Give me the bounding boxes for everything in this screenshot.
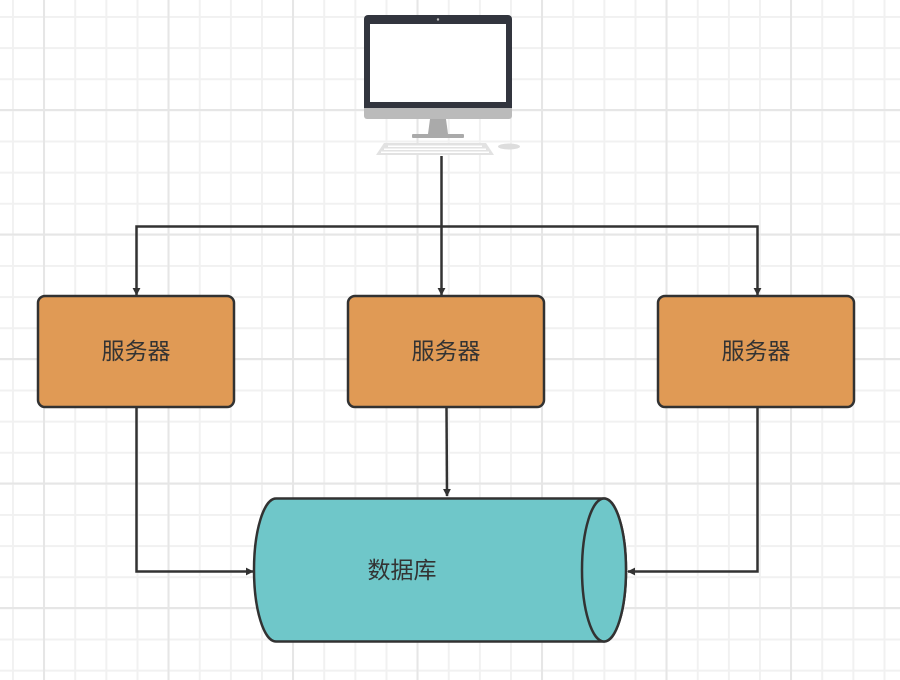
server-label: 服务器	[102, 339, 171, 365]
edge-client-server-1[interactable]	[132, 225, 442, 296]
server-box	[346, 294, 546, 409]
database-node[interactable]: 数据库	[252, 497, 628, 643]
database-label: 数据库	[368, 558, 437, 584]
monitor-chin-top	[364, 108, 512, 111]
edge-server-2-database[interactable]	[442, 407, 451, 497]
server-node-1[interactable]: 服务器	[36, 294, 236, 409]
edge-server-1-database[interactable]	[135, 408, 254, 576]
server-box	[656, 294, 856, 409]
monitor-stand	[428, 119, 448, 134]
mouse	[498, 143, 520, 150]
server-label: 服务器	[722, 339, 791, 365]
database-connectors	[135, 407, 759, 576]
server-label: 服务器	[412, 339, 481, 365]
server-box	[36, 294, 236, 409]
edge-client-server-3[interactable]	[441, 225, 762, 296]
monitor-screen	[370, 24, 506, 102]
edge-server-3-database[interactable]	[627, 408, 759, 576]
client-connectors	[132, 156, 762, 296]
desktop-computer-icon[interactable]	[364, 15, 520, 155]
webcam-dot	[436, 18, 440, 21]
monitor-base	[412, 134, 464, 138]
keyboard-keys	[381, 145, 489, 153]
server-node-2[interactable]: 服务器	[346, 294, 546, 409]
database-cylinder-body	[252, 497, 628, 643]
server-node-3[interactable]: 服务器	[656, 294, 856, 409]
database-cylinder-end	[580, 497, 628, 643]
